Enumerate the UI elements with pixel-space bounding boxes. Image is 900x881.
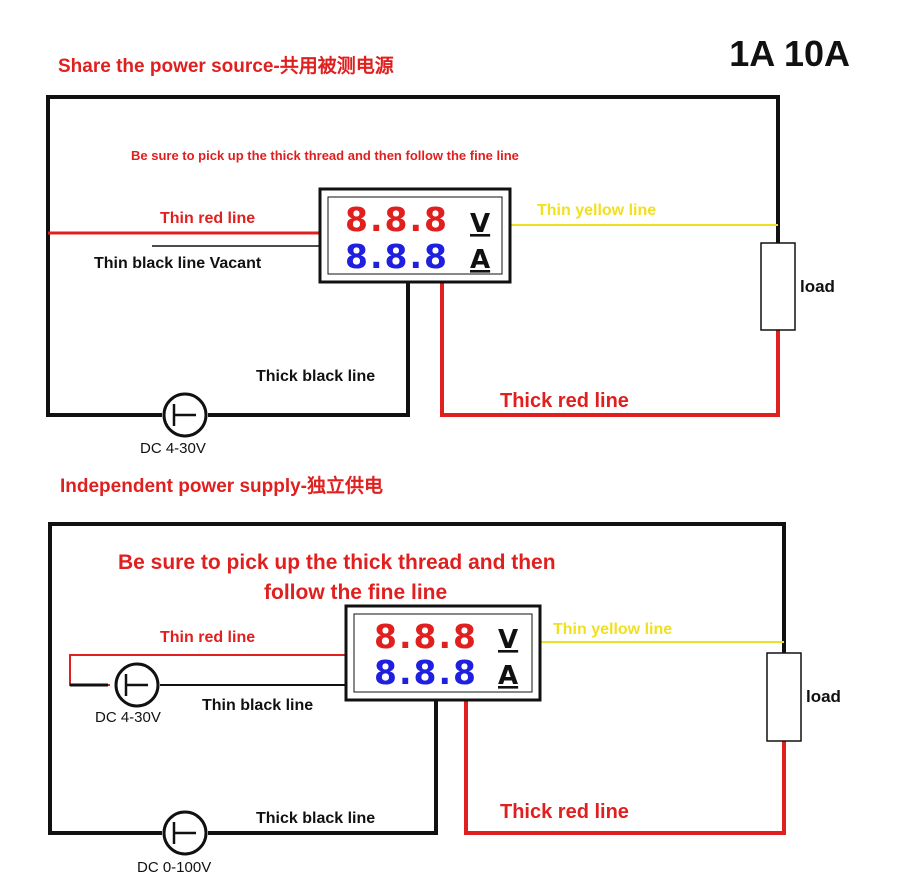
thick-red-wire bbox=[464, 700, 786, 835]
independent-power-diagram: DC 4-30V DC 0-100V load 8.8.8 8.8.8 V A … bbox=[48, 522, 841, 876]
thick-black-label: Thick black line bbox=[256, 810, 375, 827]
shared-power-title: Share the power source-共用被测电源 bbox=[58, 54, 394, 77]
thin-black-label: Thin black line bbox=[202, 697, 313, 714]
instruction-text-line1: Be sure to pick up the thick thread and … bbox=[118, 551, 556, 574]
shared-power-diagram: DC 4-30V load 8.8.8 8.8.8 V A Be sure to… bbox=[46, 95, 835, 457]
thick-black-wire bbox=[208, 282, 410, 417]
voltage-unit: V bbox=[498, 625, 518, 655]
model-label: 1A 10A bbox=[729, 33, 850, 74]
thick-red-wire bbox=[440, 282, 780, 417]
dc-main-source-icon bbox=[162, 810, 208, 856]
instruction-text: Be sure to pick up the thick thread and … bbox=[131, 148, 519, 163]
current-unit: A bbox=[470, 245, 490, 275]
panel-meter-icon: 8.8.8 8.8.8 V A bbox=[318, 187, 512, 284]
thin-black-label: Thin black line Vacant bbox=[94, 255, 262, 272]
load-resistor-icon bbox=[760, 242, 796, 331]
outer-black-wire bbox=[46, 95, 780, 417]
panel-meter-icon: 8.8.8 8.8.8 V A bbox=[344, 604, 542, 702]
dc-aux-source-label: DC 4-30V bbox=[95, 709, 161, 726]
load-resistor-icon bbox=[766, 652, 802, 742]
voltage-unit: V bbox=[470, 209, 490, 239]
thin-yellow-label: Thin yellow line bbox=[553, 621, 672, 638]
thin-red-label: Thin red line bbox=[160, 629, 255, 646]
current-digits: 8.8.8 bbox=[345, 237, 449, 276]
thick-red-label: Thick red line bbox=[500, 801, 629, 823]
dc-aux-source-icon bbox=[114, 662, 160, 708]
thick-black-label: Thick black line bbox=[256, 368, 375, 385]
independent-power-title: Independent power supply-独立供电 bbox=[60, 474, 383, 497]
outer-black-wire bbox=[48, 522, 786, 835]
thick-red-label: Thick red line bbox=[500, 390, 629, 412]
dc-source-icon bbox=[162, 392, 208, 438]
voltage-digits: 8.8.8 bbox=[345, 200, 449, 239]
current-digits: 8.8.8 bbox=[374, 653, 478, 692]
current-unit: A bbox=[498, 661, 518, 691]
load-label: load bbox=[800, 277, 835, 296]
thick-black-wire bbox=[208, 700, 438, 835]
voltage-digits: 8.8.8 bbox=[374, 617, 478, 656]
thin-red-wire bbox=[69, 654, 346, 686]
thin-yellow-label: Thin yellow line bbox=[537, 202, 656, 219]
load-label: load bbox=[806, 687, 841, 706]
instruction-text-line2: follow the fine line bbox=[264, 581, 447, 604]
dc-main-source-label: DC 0-100V bbox=[137, 859, 211, 876]
dc-source-label: DC 4-30V bbox=[140, 440, 206, 457]
thin-red-label: Thin red line bbox=[160, 210, 255, 227]
